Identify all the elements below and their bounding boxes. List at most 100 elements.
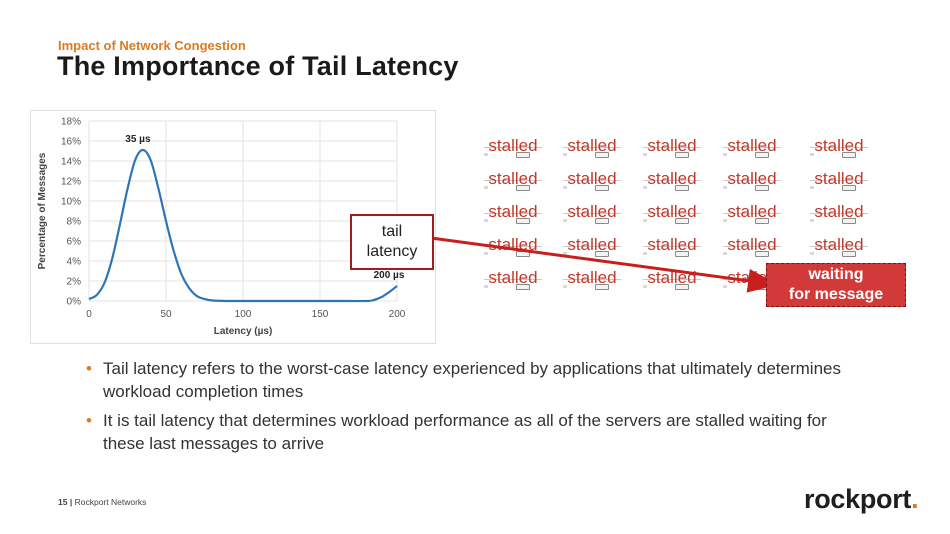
server-port-icon [810,186,814,189]
latency-curve [88,148,398,303]
server-led-icon [516,185,530,191]
server-rail [643,213,701,214]
stalled-server: stalled [637,262,707,292]
stalled-server: stalled [717,130,787,160]
stalled-server: stalled [478,262,548,292]
y-tick-label: 10% [61,197,81,208]
stalled-label: stalled [488,235,538,254]
y-tick-label: 4% [67,257,82,268]
server-led-icon [755,218,769,224]
server-led-icon [595,152,609,158]
server-rail [563,147,621,148]
server-led-icon [516,152,530,158]
footer-separator: | [69,497,73,507]
stalled-server: stalled [717,196,787,226]
server-port-icon [563,285,567,288]
server-port-icon [563,186,567,189]
stalled-label: stalled [814,136,864,155]
server-port-icon [810,219,814,222]
server-rail [563,213,621,214]
stalled-label: stalled [647,235,697,254]
stalled-server: stalled [804,229,874,259]
server-led-icon [675,185,689,191]
y-axis-label: Percentage of Messages [37,152,48,269]
server-led-icon [842,218,856,224]
server-port-icon [484,285,488,288]
stalled-label: stalled [567,136,617,155]
x-tick-label: 100 [235,309,252,320]
stalled-label: stalled [727,235,777,254]
y-tick-label: 0% [67,297,82,308]
stalled-label: stalled [488,169,538,188]
stalled-label: stalled [567,235,617,254]
server-rail [484,213,542,214]
bullet-text: It is tail latency that determines workl… [103,411,827,453]
slide-subtitle: Impact of Network Congestion [58,38,246,53]
server-port-icon [810,252,814,255]
bullet-item: • It is tail latency that determines work… [86,409,846,455]
server-rail [810,213,868,214]
bullet-item: • Tail latency refers to the worst-case l… [86,357,846,403]
stalled-server: stalled [637,163,707,193]
x-tick-label: 50 [160,309,172,320]
stalled-label: stalled [647,202,697,221]
stalled-label: stalled [814,235,864,254]
server-led-icon [842,152,856,158]
y-tick-label: 2% [67,277,82,288]
logo-text: rockport [804,484,912,514]
stalled-server: stalled [478,196,548,226]
y-tick-label: 16% [61,137,81,148]
stalled-label: stalled [488,268,538,287]
server-port-icon [563,219,567,222]
stalled-server: stalled [557,163,627,193]
bullet-icon: • [86,411,92,430]
stalled-server: stalled [557,229,627,259]
server-port-icon [484,186,488,189]
x-tick-label: 0 [86,309,92,320]
server-port-icon [643,219,647,222]
stalled-label: stalled [647,136,697,155]
stalled-label: stalled [727,169,777,188]
footer: 15 | Rockport Networks [58,497,146,507]
stalled-server: stalled [557,130,627,160]
page-number: 15 [58,497,68,507]
server-rail [723,213,781,214]
server-port-icon [643,186,647,189]
server-led-icon [595,185,609,191]
server-rail [810,246,868,247]
server-rail [723,180,781,181]
stalled-server: stalled [637,229,707,259]
data-label: 35 µs [125,134,151,145]
stalled-label: stalled [647,268,697,287]
server-rail [723,147,781,148]
bullet-icon: • [86,359,92,378]
bullet-text: Tail latency refers to the worst-case la… [103,359,841,401]
y-tick-label: 14% [61,157,81,168]
stalled-server: stalled [478,163,548,193]
server-led-icon [842,251,856,257]
stalled-server: stalled [804,196,874,226]
stalled-label: stalled [727,136,777,155]
stalled-label: stalled [567,169,617,188]
stalled-label: stalled [567,202,617,221]
stalled-server: stalled [637,196,707,226]
stalled-server: stalled [557,262,627,292]
server-led-icon [516,218,530,224]
server-rail [643,147,701,148]
rockport-logo: rockport. [804,484,919,515]
server-port-icon [723,153,727,156]
server-led-icon [595,218,609,224]
data-label: 200 µs [374,270,405,281]
server-led-icon [755,185,769,191]
stalled-server: stalled [478,130,548,160]
server-led-icon [675,152,689,158]
x-axis-label: Latency (µs) [214,326,273,337]
stalled-label: stalled [647,169,697,188]
server-port-icon [723,186,727,189]
server-port-icon [810,153,814,156]
stalled-server: stalled [717,229,787,259]
stalled-server: stalled [478,229,548,259]
server-port-icon [723,219,727,222]
